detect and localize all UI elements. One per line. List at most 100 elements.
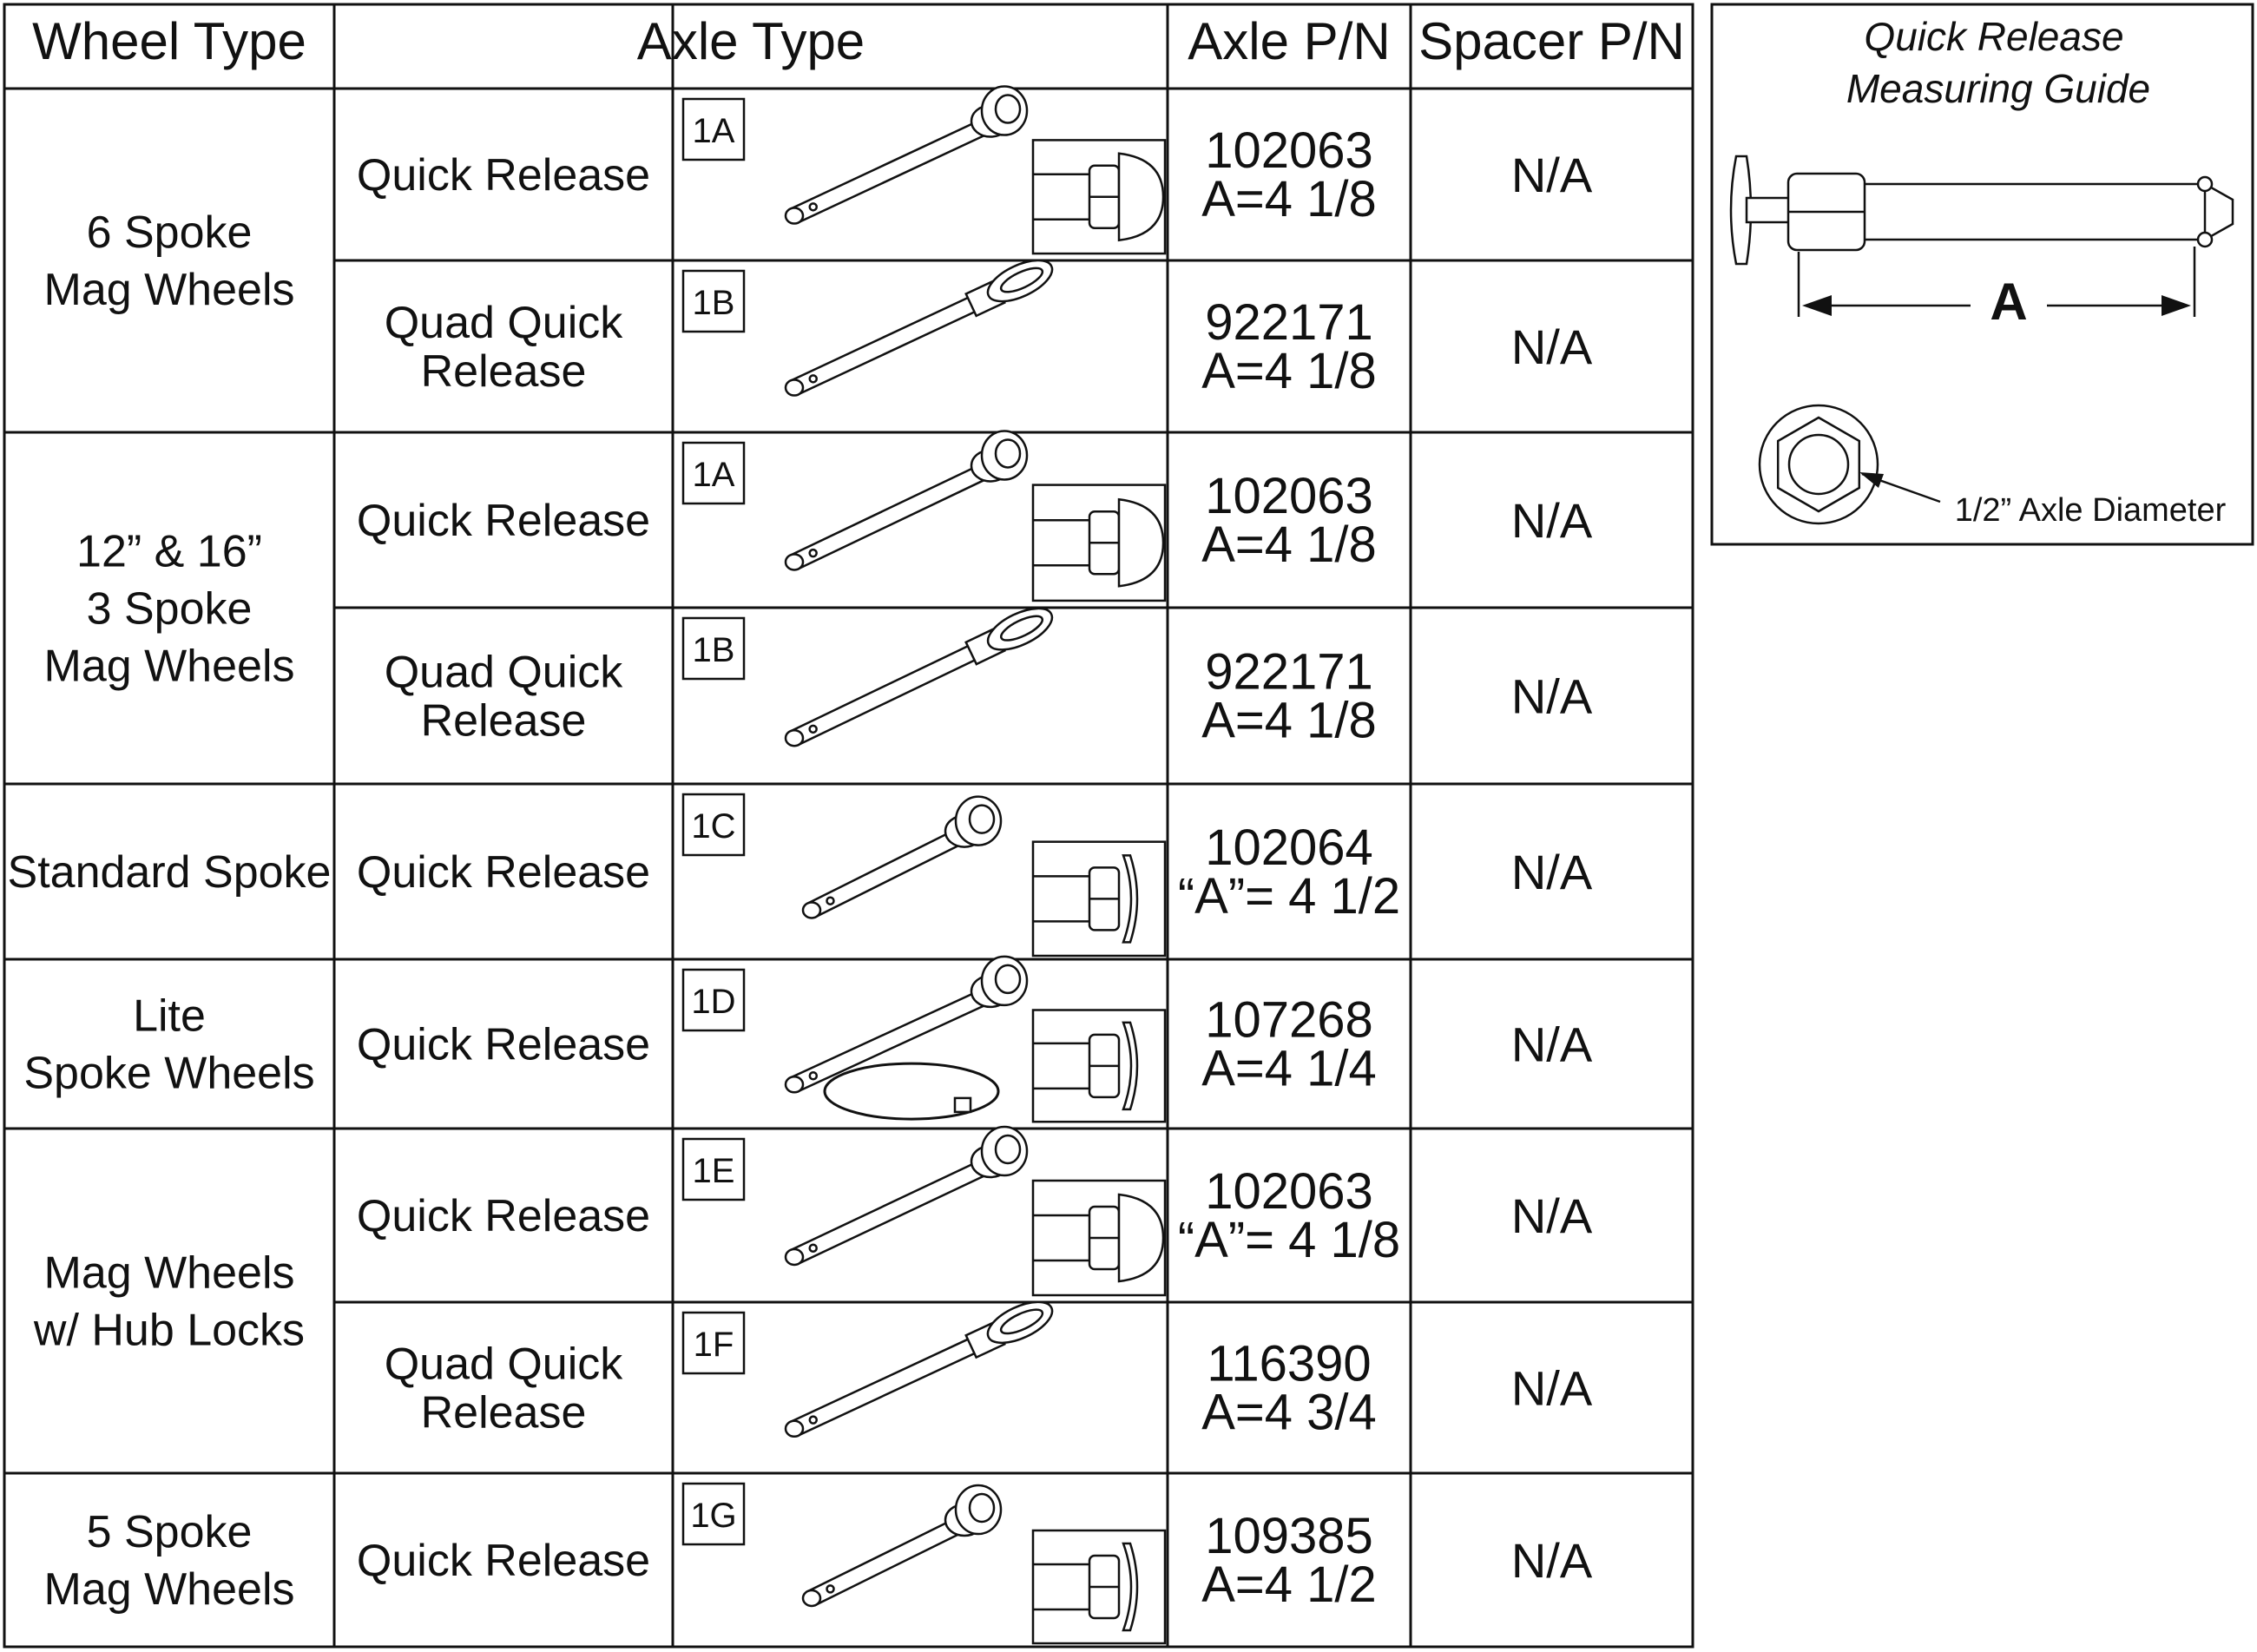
axle-type-text: Quad Quick xyxy=(385,1339,624,1390)
axle-tip xyxy=(801,901,822,919)
inset-frame xyxy=(1031,1009,1167,1123)
axle-part-number: 922171 xyxy=(1205,644,1373,701)
axle-tip xyxy=(784,553,805,571)
axle-badge: 1B xyxy=(681,616,746,681)
axle-shaft xyxy=(790,988,990,1093)
axle-tip xyxy=(784,207,805,225)
inset-shaft xyxy=(1033,1563,1089,1611)
axle-badge: 1G xyxy=(681,1482,746,1546)
inset-cap xyxy=(1117,497,1165,588)
axle-badge: 1A xyxy=(681,97,746,161)
badge-label: 1D xyxy=(691,983,735,1021)
axle-illustration xyxy=(784,85,1167,255)
spacer-part-number: N/A xyxy=(1511,319,1593,374)
wheel-type-text: Lite xyxy=(133,991,206,1042)
axle-length-a: A=4 1/8 xyxy=(1201,171,1377,227)
axle-length-a: A=4 1/8 xyxy=(1201,693,1377,749)
inset-shaft xyxy=(1033,1214,1089,1262)
axle-part-number: 107268 xyxy=(1205,992,1373,1049)
axle-shaft xyxy=(807,828,964,918)
badge-label: 1C xyxy=(691,807,735,846)
badge-box xyxy=(681,1137,746,1201)
badge-label: 1F xyxy=(694,1326,734,1364)
axle-illustration xyxy=(784,1300,1054,1438)
axle-illustration xyxy=(784,1125,1167,1297)
axle-type-text: Quick Release xyxy=(357,1536,650,1586)
axle-length-a: A=4 1/8 xyxy=(1201,343,1377,399)
axle-part-number: 116390 xyxy=(1207,1336,1371,1392)
detent-ball xyxy=(808,724,818,734)
cross-section-shaft xyxy=(1787,433,1850,496)
guide-dimension-a: A xyxy=(1797,247,2196,331)
spacer-part-number: N/A xyxy=(1511,1188,1593,1243)
axle-length-a: “A”= 4 1/8 xyxy=(1178,1212,1400,1268)
guide-title-line1: Quick Release xyxy=(1864,14,2123,59)
axle-part-number: 102063 xyxy=(1205,122,1373,179)
wheel-type-text: Mag Wheels xyxy=(44,265,295,315)
axle-shaft xyxy=(790,1332,990,1438)
axle-type-text: Quad Quick xyxy=(385,648,624,698)
wheel-type-text: 3 Spoke xyxy=(87,584,253,635)
wheel-type-text: Mag Wheels xyxy=(44,1564,295,1615)
inset-cap xyxy=(1122,854,1139,944)
detent-ball xyxy=(808,548,818,558)
spacer-part-number: N/A xyxy=(1511,1017,1593,1072)
axle-type-text: Release xyxy=(421,696,587,747)
axle-type-text: Quick Release xyxy=(357,150,650,201)
detent-ball xyxy=(826,1584,835,1594)
inset-frame xyxy=(1031,1529,1167,1645)
badge-box xyxy=(681,968,746,1032)
axle-detail-inset xyxy=(1031,1009,1167,1123)
guide-title-line2: Measuring Guide xyxy=(1846,66,2150,111)
axle-type-text: Release xyxy=(421,1388,587,1438)
release-loop-hole xyxy=(999,267,1044,293)
axle-badge: 1E xyxy=(681,1137,746,1201)
axle-illustration xyxy=(801,1484,1167,1645)
badge-box xyxy=(681,269,746,333)
axle-shaft xyxy=(790,1158,990,1266)
guide-frame xyxy=(1710,3,2254,546)
axle-part-number: 102063 xyxy=(1205,1163,1373,1220)
badge-label: 1A xyxy=(693,456,735,494)
axle-length-a: A=4 1/8 xyxy=(1201,517,1377,573)
axle-length-a: A=4 1/2 xyxy=(1201,1557,1377,1613)
spacer-part-number: N/A xyxy=(1511,1533,1593,1588)
inset-cap xyxy=(1122,1542,1139,1632)
axle-shaft xyxy=(790,638,990,747)
guide-cap-stem xyxy=(1745,196,1793,224)
axle-shaft xyxy=(790,118,990,224)
detent-ball xyxy=(808,1415,819,1425)
axle-part-number: 109385 xyxy=(1205,1508,1373,1564)
header-axle-pn: Axle P/N xyxy=(1188,12,1390,70)
wheel-type-text: Mag Wheels xyxy=(44,1248,295,1299)
badge-label: 1A xyxy=(693,112,735,150)
axle-part-number: 102064 xyxy=(1205,819,1373,876)
wheel-type-text: 12” & 16” xyxy=(76,527,262,577)
axle-badge: 1D xyxy=(681,968,746,1032)
axle-length-a: A=4 3/4 xyxy=(1201,1385,1377,1441)
inset-cap xyxy=(1117,152,1165,242)
axle-type-text: Quick Release xyxy=(357,496,650,546)
axle-part-number: 922171 xyxy=(1205,294,1373,351)
badge-label: 1B xyxy=(693,631,735,669)
axle-shaft xyxy=(807,1517,964,1607)
guide-shaft-tip xyxy=(2204,182,2234,241)
diameter-label: 1/2” Axle Diameter xyxy=(1955,492,2227,529)
release-loop-hole xyxy=(999,1308,1044,1335)
release-button-center xyxy=(994,94,1022,124)
spacer-part-number: N/A xyxy=(1511,845,1593,899)
badge-label: 1E xyxy=(693,1152,735,1190)
inset-shaft xyxy=(1033,519,1089,567)
wheel-type-text: 6 Spoke xyxy=(87,207,253,258)
detent-ball xyxy=(808,1071,819,1081)
header-axle-type: Axle Type xyxy=(637,12,865,70)
